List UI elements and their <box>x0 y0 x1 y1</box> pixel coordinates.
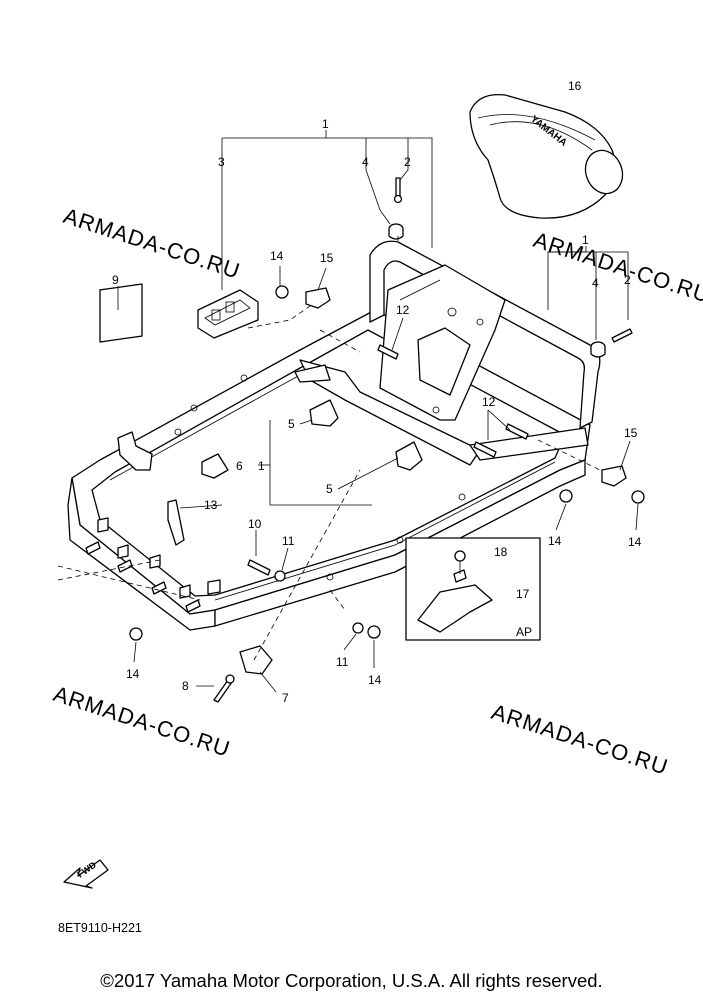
clamp <box>395 441 423 471</box>
bracket <box>167 499 185 546</box>
stud <box>85 541 101 555</box>
nut <box>367 625 381 639</box>
callout-number: 10 <box>248 517 262 531</box>
assembly-lines <box>57 236 601 661</box>
washer <box>352 622 364 634</box>
watermark: ARMADA-CO.RU <box>530 227 703 308</box>
leader-lines <box>117 130 639 693</box>
callout-number: 11 <box>282 534 295 548</box>
screw <box>611 328 633 343</box>
callout-number: 7 <box>282 691 289 705</box>
callout-number: 1 <box>322 117 329 131</box>
damper <box>590 341 606 358</box>
callout-number: 12 <box>482 395 496 409</box>
watermark: ARMADA-CO.RU <box>60 203 243 284</box>
clamp <box>201 453 229 479</box>
callout-number: 2 <box>404 155 411 169</box>
grip-block <box>197 289 259 339</box>
callout-number: 14 <box>548 534 562 548</box>
callout-number: 18 <box>494 545 508 559</box>
damper <box>388 223 404 240</box>
callout-number: 17 <box>516 587 530 601</box>
callout-number: 1 <box>258 459 265 473</box>
clamp <box>309 399 339 427</box>
callout-number: 4 <box>592 276 599 290</box>
washer <box>274 570 286 582</box>
inset-label: AP <box>516 625 532 639</box>
bolt <box>377 344 399 360</box>
callout-number: 14 <box>126 667 140 681</box>
nut <box>129 627 143 641</box>
callout-number: 8 <box>182 679 189 693</box>
callout-number: 6 <box>236 459 243 473</box>
callout-number: 16 <box>568 79 582 93</box>
inset-ap: AP <box>405 537 541 641</box>
pole-cover: YAMAHA <box>469 93 624 219</box>
stud <box>185 599 201 613</box>
stud <box>151 581 167 595</box>
bolt <box>473 441 497 458</box>
diagram-code: 8ET9110-H221 <box>58 921 142 935</box>
callout-number: 12 <box>396 303 410 317</box>
callouts: 1 2 3 4 16 1 4 2 14 15 9 12 12 15 5 6 1 … <box>112 79 642 705</box>
screw <box>393 177 403 204</box>
callout-number: 1 <box>582 233 589 247</box>
callout-number: 4 <box>362 155 369 169</box>
callout-number: 14 <box>368 673 382 687</box>
decal <box>99 283 143 343</box>
callout-number: 15 <box>624 426 638 440</box>
fwd-arrow: FWD <box>63 859 109 889</box>
copyright-notice: ©2017 Yamaha Motor Corporation, U.S.A. A… <box>100 970 603 991</box>
sleeve <box>239 645 273 675</box>
callout-number: 3 <box>218 155 225 169</box>
callout-number: 13 <box>204 498 218 512</box>
clip <box>305 287 331 309</box>
callout-number: 5 <box>326 482 333 496</box>
nut <box>275 285 289 299</box>
nut <box>631 490 645 504</box>
nut <box>559 489 573 503</box>
rivet-head <box>225 674 235 684</box>
bolt <box>247 559 271 576</box>
callout-number: 15 <box>320 251 334 265</box>
callout-number: 9 <box>112 273 119 287</box>
clip <box>601 465 627 487</box>
callout-number: 11 <box>336 655 349 669</box>
callout-number: 2 <box>624 273 631 287</box>
handle-pole <box>369 240 601 461</box>
stud <box>117 559 133 573</box>
callout-number: 5 <box>288 417 295 431</box>
watermark: ARMADA-CO.RU <box>488 699 671 780</box>
watermark: ARMADA-CO.RU <box>50 681 233 762</box>
callout-number: 14 <box>270 249 284 263</box>
callout-number: 14 <box>628 535 642 549</box>
